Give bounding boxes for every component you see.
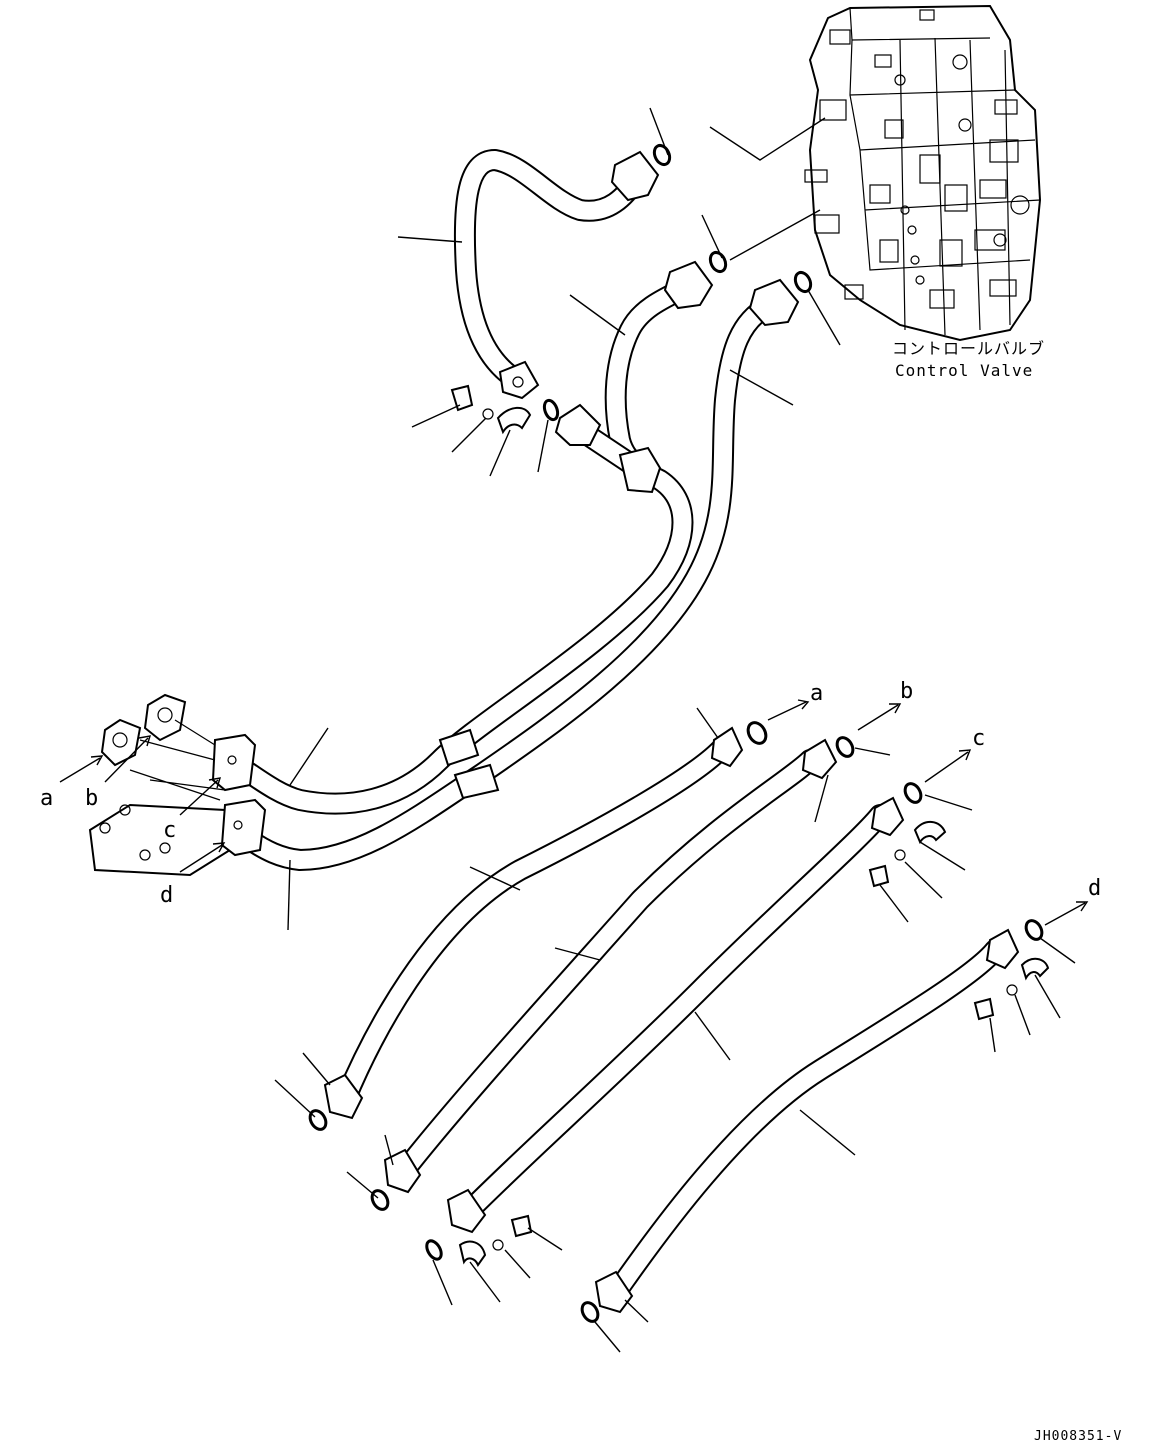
caption-jp: コントロールバルブ [892,339,1045,358]
label-a-top: a [810,681,823,706]
label-c-left: c [163,818,176,843]
control-valve [804,4,1042,342]
leader-lines [274,107,1076,1353]
steel-pipe-2 [234,260,714,815]
label-d-right: d [1088,876,1101,901]
hose-3 [446,796,905,1234]
label-b-top: b [900,679,913,704]
manifold-block [88,693,267,877]
hose-1 [323,726,744,1120]
label-a-left: a [40,786,53,811]
label-d-left: d [160,883,173,908]
hose-2 [383,738,838,1194]
hose-4 [594,928,1020,1314]
top-hardware [450,143,813,435]
diagram-code: JH008351-V [1034,1429,1122,1444]
lower-hardware [308,721,1050,1323]
steel-pipe-3 [239,278,800,871]
label-c-top: c [972,726,985,751]
caption-en: Control Valve [895,361,1033,380]
pipe-clamps [438,728,500,800]
label-b-left: b [85,786,98,811]
connection-arrows [59,699,1089,926]
steel-pipe-1 [453,149,660,400]
branch-pipe [554,403,662,494]
